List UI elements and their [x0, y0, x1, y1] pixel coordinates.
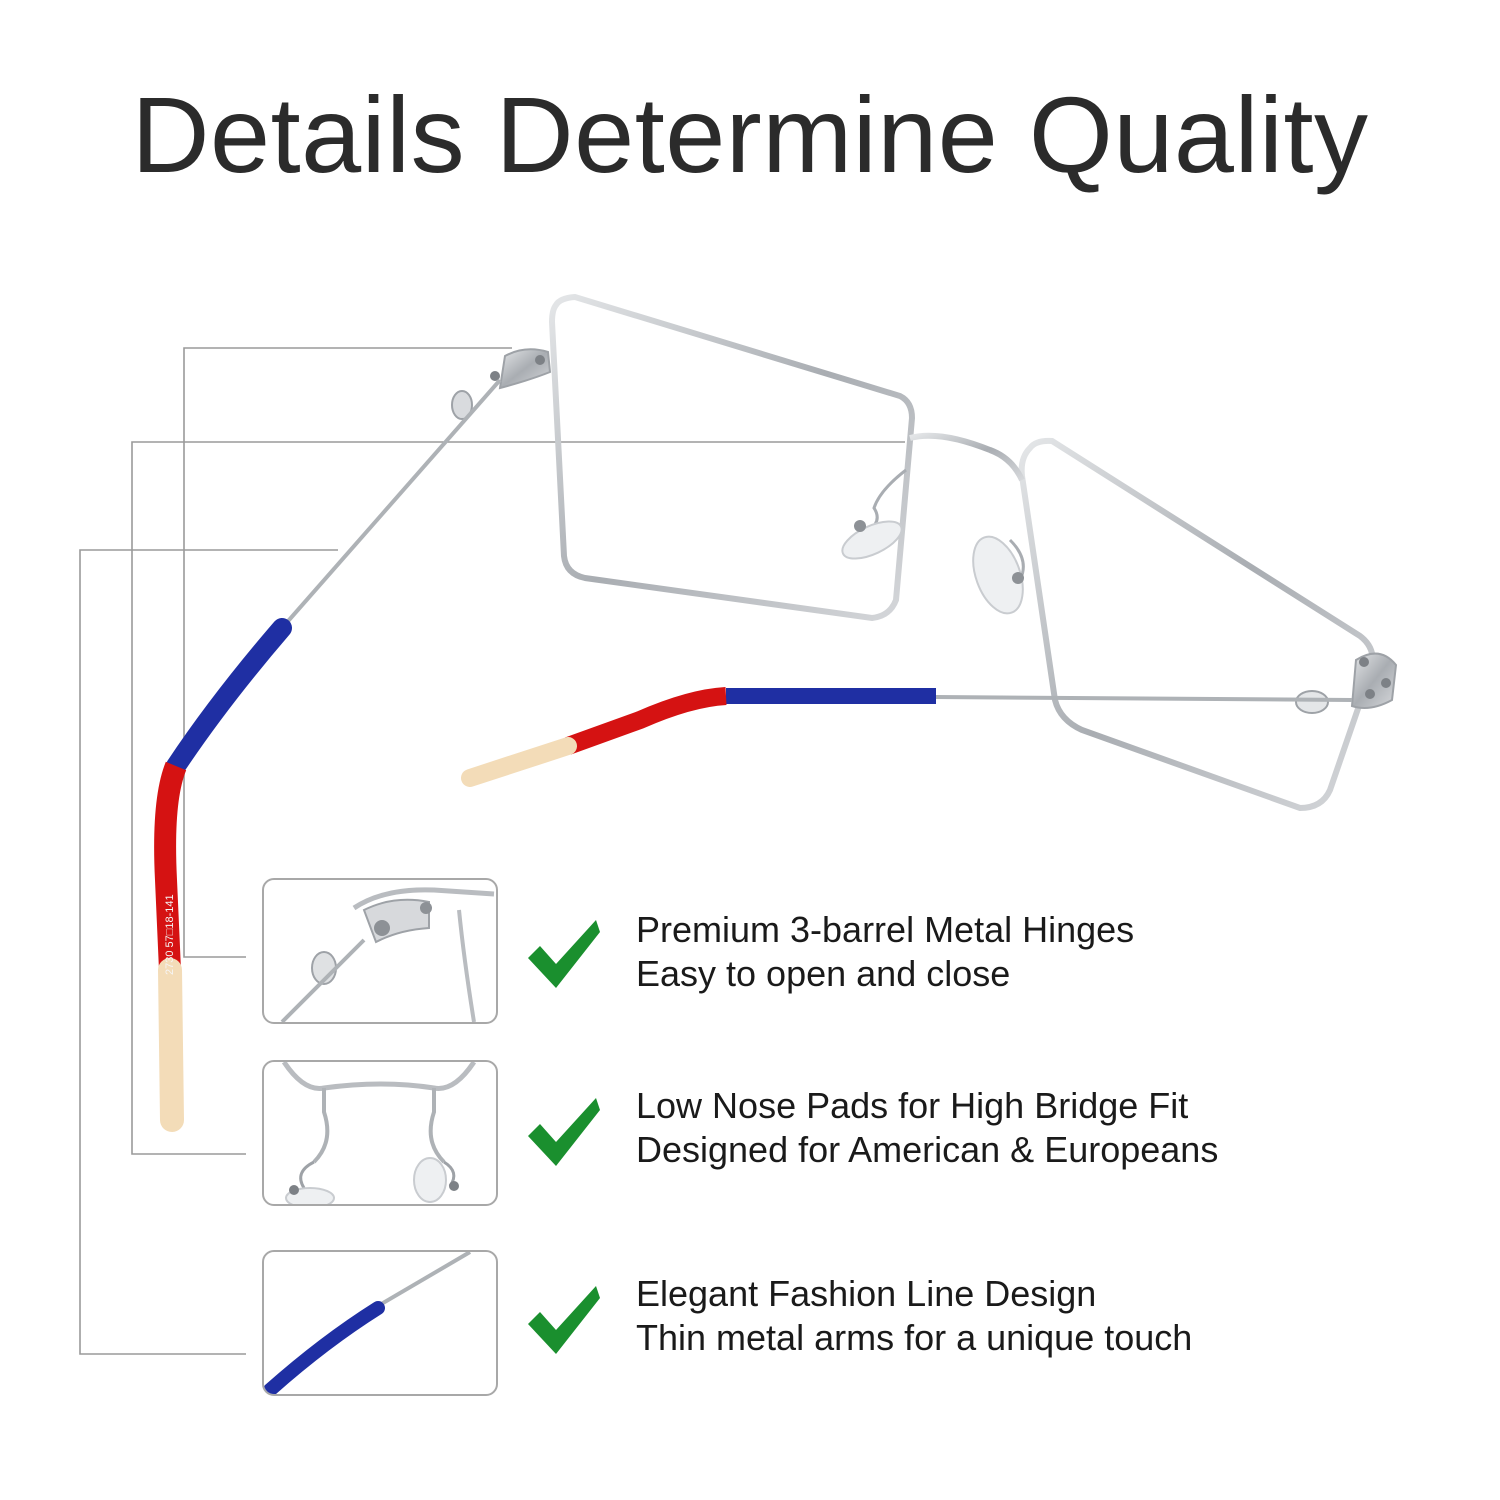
leader-line-hinge: [183, 347, 512, 958]
feature-title: Premium 3-barrel Metal Hinges: [636, 909, 1135, 950]
leader-lines: [79, 347, 905, 1355]
left-lens-rim: [548, 293, 916, 622]
leader-line-temple: [79, 549, 338, 1355]
hinge-thumbnail: [262, 878, 498, 1024]
right-hinge: [1350, 652, 1398, 709]
feature-title: Elegant Fashion Line Design: [636, 1273, 1097, 1314]
bridge: [909, 432, 1025, 482]
left-temple-wire: [280, 378, 502, 630]
right-temple-wire: [935, 695, 1353, 702]
left-temple-tip: [158, 958, 184, 1132]
checkmark-icon: [528, 920, 600, 988]
right-lens-rim: [1018, 437, 1376, 812]
checkmark-icon: [528, 1098, 600, 1166]
feature-temple-design: Elegant Fashion Line Design Thin metal a…: [636, 1272, 1192, 1360]
feature-nose-pads: Low Nose Pads for High Bridge Fit Design…: [636, 1084, 1218, 1172]
feature-hinges: Premium 3-barrel Metal Hinges Easy to op…: [636, 908, 1134, 996]
feature-subtitle: Designed for American & Europeans: [636, 1129, 1219, 1170]
page-title: Details Determine Quality: [131, 74, 1369, 195]
right-temple-red: [564, 687, 727, 755]
right-nose-pad: [972, 535, 1024, 615]
feature-title: Low Nose Pads for High Bridge Fit: [636, 1085, 1189, 1126]
left-temple-red: [154, 761, 187, 971]
right-temple-tip: [461, 737, 577, 787]
left-nose-pad: [841, 520, 903, 560]
left-temple-blue: [166, 618, 292, 776]
feature-subtitle: Easy to open and close: [636, 953, 1011, 994]
nose-pads-thumbnail: [262, 1060, 498, 1206]
temple-thumbnail: [262, 1250, 498, 1396]
checkmark-icon: [528, 1286, 600, 1354]
leader-line-bridge: [131, 441, 905, 1155]
temple-engraving: 2730 57□18-141: [164, 894, 176, 975]
left-hinge: [498, 348, 552, 390]
feature-subtitle: Thin metal arms for a unique touch: [636, 1317, 1193, 1358]
